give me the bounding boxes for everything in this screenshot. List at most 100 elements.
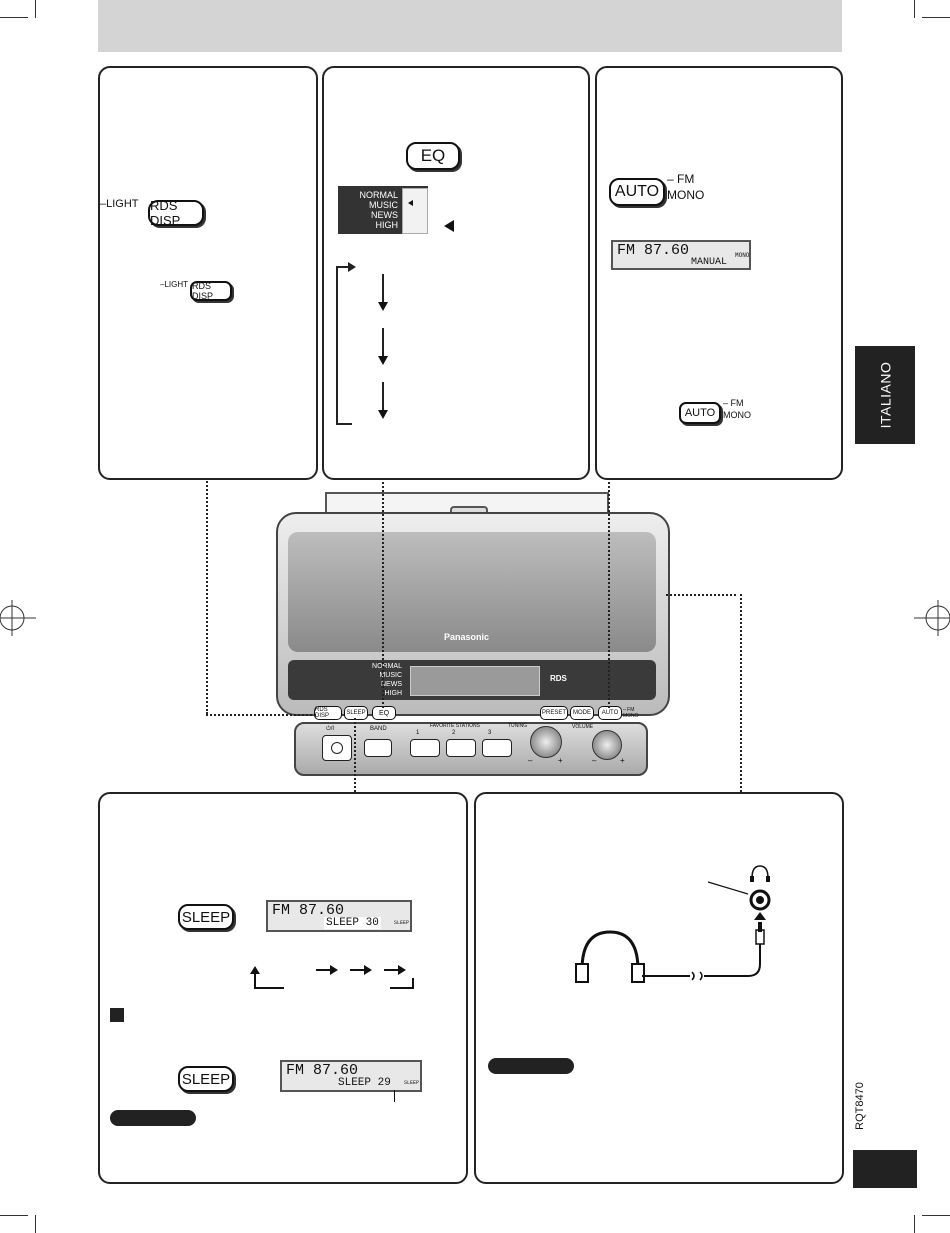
rds-disp-button-small: RDS DISP — [190, 281, 232, 301]
leader-line — [608, 478, 610, 708]
eq-mode-normal: NORMAL — [359, 190, 398, 200]
device-auto-button[interactable]: AUTO — [598, 706, 622, 720]
leader-line — [206, 714, 316, 716]
header-banner — [98, 0, 842, 52]
square-bullet-icon — [110, 1008, 124, 1022]
leader-line — [354, 718, 356, 792]
cycle-line — [336, 268, 338, 424]
device-preset-button[interactable]: PRESET — [540, 706, 568, 720]
panel-light: –LIGHT RDS DISP –LIGHT RDS DISP — [98, 66, 318, 480]
lcd-display: FM 87.60 MANUAL MONO — [611, 240, 751, 270]
light-label-small: –LIGHT — [160, 280, 189, 289]
page-number-block — [853, 1150, 917, 1188]
favorite-stations-label: FAVORITE STATIONS — [430, 723, 481, 729]
arrow-shaft — [316, 969, 332, 971]
lcd-mono-tag: MONO — [735, 252, 750, 259]
eq-indicator-window — [402, 188, 428, 234]
eq-mode-display: NORMAL MUSIC NEWS HIGH — [338, 186, 428, 234]
sleep-lcd-1-status: SLEEP 30 — [324, 917, 381, 929]
power-icon — [331, 742, 343, 754]
device-speaker-grille — [288, 532, 656, 652]
up-arrow-icon — [250, 966, 260, 974]
light-label: –LIGHT — [100, 198, 139, 210]
mono-label-small: MONO — [723, 410, 751, 420]
band-button[interactable] — [364, 739, 392, 757]
eq-mode-news: NEWS — [371, 210, 398, 220]
note-label — [110, 1110, 196, 1126]
cycle-line — [336, 423, 352, 425]
mono-label: MONO — [667, 188, 705, 202]
sleep-button-2: SLEEP — [178, 1066, 234, 1092]
rds-disp-button: RDS DISP — [148, 198, 204, 228]
rds-logo: RDS — [550, 674, 567, 683]
device-eq-button[interactable]: EQ — [372, 706, 396, 720]
auto-button: AUTO — [609, 178, 665, 206]
leader-line — [666, 594, 736, 596]
device-mode-button[interactable]: MODE — [570, 706, 594, 720]
device-lcd — [410, 666, 540, 696]
sleep-button: SLEEP — [178, 904, 234, 930]
eq-indicator-icon — [408, 200, 413, 206]
tuning-knob[interactable] — [530, 726, 562, 758]
leader-line — [382, 478, 384, 708]
down-arrow-icon — [378, 356, 388, 365]
down-arrow-icon — [378, 302, 388, 311]
brand-logo: Panasonic — [444, 632, 490, 642]
sleep-lcd-1-tag: SLEEP — [394, 920, 410, 926]
arrow-shaft — [350, 969, 366, 971]
arrow-shaft — [382, 328, 384, 358]
fav-2-label: 2 — [452, 730, 456, 736]
arrow-shaft — [382, 274, 384, 304]
volume-knob[interactable] — [592, 730, 622, 760]
fm-label-small: – FM — [723, 398, 744, 408]
crop-mark — [914, 1215, 915, 1233]
tuning-label: TUNING — [508, 723, 528, 729]
volume-plus: + — [620, 756, 625, 765]
crop-mark — [0, 17, 28, 18]
registration-mark — [0, 600, 36, 636]
crop-mark — [922, 1215, 950, 1216]
right-arrow-icon — [364, 965, 372, 975]
pointer-line — [394, 1090, 395, 1102]
registration-mark — [914, 600, 950, 636]
crop-mark — [914, 0, 915, 18]
sleep-lcd-2-frequency: FM 87.60 — [286, 1062, 359, 1079]
device-rds-disp-button[interactable]: RDS DISP — [314, 706, 342, 720]
fav-1-button[interactable] — [410, 739, 440, 757]
language-tab-label: ITALIANO — [877, 361, 894, 429]
cycle-line — [336, 266, 350, 268]
right-arrow-icon — [398, 965, 406, 975]
power-button[interactable] — [322, 735, 352, 761]
crop-mark — [0, 1215, 28, 1216]
sleep-lcd-2: FM 87.60 SLEEP 29 SLEEP — [280, 1060, 422, 1092]
volume-minus: – — [592, 756, 597, 765]
pointer-icon — [444, 220, 454, 232]
panel-headphones — [474, 792, 844, 1184]
cycle-line — [254, 987, 284, 989]
cycle-arrow-icon — [348, 262, 356, 272]
arrow-shaft — [382, 382, 384, 412]
language-tab: ITALIANO — [855, 346, 915, 444]
eq-mode-music: MUSIC — [369, 200, 398, 210]
cycle-line — [412, 978, 414, 989]
cycle-line — [390, 987, 414, 989]
leader-line — [740, 594, 742, 792]
panel-sleep: SLEEP FM 87.60 SLEEP 30 SLEEP SLEEP FM 8… — [98, 792, 468, 1184]
document-code: RQT8470 — [853, 1082, 866, 1130]
device-control-panel: ⏻/I BAND FAVORITE STATIONS 1 2 3 TUNING … — [294, 722, 648, 776]
panel-eq: EQ NORMAL MUSIC NEWS HIGH — [322, 66, 590, 480]
device-body: Panasonic NORMAL MUSIC NEWS HIGH RDS — [276, 512, 670, 716]
sleep-lcd-2-tag: SLEEP — [404, 1080, 420, 1086]
down-arrow-icon — [378, 410, 388, 419]
crop-mark — [35, 1215, 36, 1233]
fav-3-button[interactable] — [482, 739, 512, 757]
lcd-frequency: FM 87.60 — [617, 242, 690, 259]
auto-button-small: AUTO — [679, 402, 721, 424]
eq-button: EQ — [406, 142, 460, 170]
device-eq-music: MUSIC — [379, 672, 402, 679]
device-sleep-button[interactable]: SLEEP — [344, 706, 368, 720]
headphones-diagram — [575, 865, 771, 983]
volume-label: VOLUME — [572, 724, 594, 730]
fav-1-label: 1 — [416, 730, 420, 736]
fav-2-button[interactable] — [446, 739, 476, 757]
